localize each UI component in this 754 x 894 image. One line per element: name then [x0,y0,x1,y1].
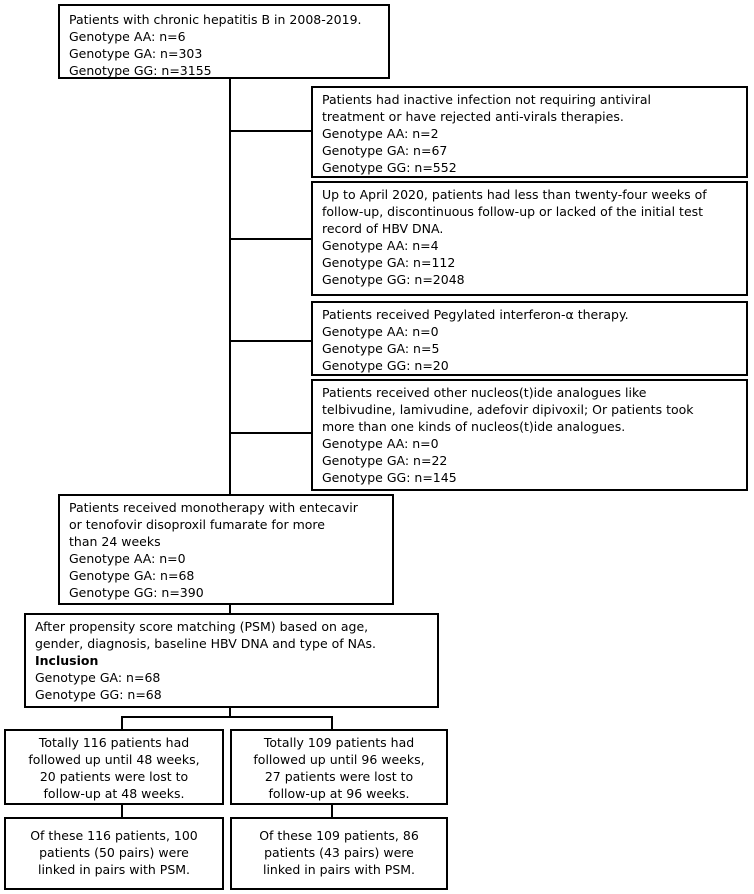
paired-96-line-3: linked in pairs with PSM. [262,862,416,877]
exclusion-box-interferon: Patients received Pegylated interferon-α… [311,301,748,376]
paired-48-line-1: Of these 116 patients, 100 [30,828,198,843]
psm-genotype-gg: Genotype GG: n=68 [35,687,162,702]
paired-48-line-3: linked in pairs with PSM. [37,862,191,877]
followup-48-line-4: follow-up at 48 weeks. [43,786,185,801]
followup-48-line-3: 20 patients were lost to [39,769,189,784]
monotherapy-genotype-gg: Genotype GG: n=390 [69,585,204,600]
exclusion-2-text-3: record of HBV DNA. [322,221,444,236]
paired-48-line-2: patients (50 pairs) were [39,845,189,860]
followup-96-line-2: followed up until 96 weeks, [253,752,425,767]
exclusion-1-text-2: treatment or have rejected anti-virals t… [322,109,624,124]
exclusion-3-text-1: Patients received Pegylated interferon-α… [322,307,629,322]
exclusion-4-text-1: Patients received other nucleos(t)ide an… [322,385,647,400]
start-genotype-aa: Genotype AA: n=6 [69,29,186,44]
exclusion-3-genotype-aa: Genotype AA: n=0 [322,324,439,339]
split-right-drop [331,716,333,730]
paired-96-box: Of these 109 patients, 86 patients (43 p… [230,817,448,890]
exclusion-box-followup: Up to April 2020, patients had less than… [311,181,748,296]
left-followup-to-paired [121,804,123,818]
psm-down-connector [229,707,231,717]
followup-48-line-1: Totally 116 patients had [38,735,190,750]
psm-text-2: gender, diagnosis, baseline HBV DNA and … [35,636,377,651]
exclusion-3-genotype-ga: Genotype GA: n=5 [322,341,440,356]
split-connector [121,716,333,718]
branch-connector-2 [229,238,311,240]
exclusion-4-text-2: telbivudine, lamivudine, adefovir dipivo… [322,402,694,417]
right-followup-to-paired [331,804,333,818]
monotherapy-box: Patients received monotherapy with entec… [58,494,394,605]
exclusion-2-genotype-gg: Genotype GG: n=2048 [322,272,465,287]
branch-connector-3 [229,340,311,342]
followup-96-line-1: Totally 109 patients had [263,735,415,750]
exclusion-1-genotype-aa: Genotype AA: n=2 [322,126,439,141]
exclusion-2-text-2: follow-up, discontinuous follow-up or la… [322,204,704,219]
exclusion-2-genotype-aa: Genotype AA: n=4 [322,238,439,253]
followup-48-box: Totally 116 patients had followed up unt… [4,729,224,805]
paired-96-line-1: Of these 109 patients, 86 [259,828,419,843]
followup-96-box: Totally 109 patients had followed up unt… [230,729,448,805]
monotherapy-text-2: or tenofovir disoproxil fumarate for mor… [69,517,325,532]
monotherapy-text-1: Patients received monotherapy with entec… [69,500,358,515]
exclusion-2-genotype-ga: Genotype GA: n=112 [322,255,456,270]
paired-96-line-2: patients (43 pairs) were [264,845,414,860]
followup-48-line-2: followed up until 48 weeks, [28,752,200,767]
main-connector [229,78,231,494]
start-genotype-ga: Genotype GA: n=303 [69,46,203,61]
followup-96-line-3: 27 patients were lost to [264,769,414,784]
exclusion-1-genotype-gg: Genotype GG: n=552 [322,160,457,175]
start-box: Patients with chronic hepatitis B in 200… [58,4,390,79]
followup-96-line-4: follow-up at 96 weeks. [268,786,410,801]
psm-box: After propensity score matching (PSM) ba… [24,613,439,708]
exclusion-1-text-1: Patients had inactive infection not requ… [322,92,652,107]
psm-inclusion-heading: Inclusion [35,653,99,668]
exclusion-4-genotype-ga: Genotype GA: n=22 [322,453,448,468]
psm-text-1: After propensity score matching (PSM) ba… [35,619,369,634]
monotherapy-genotype-ga: Genotype GA: n=68 [69,568,195,583]
branch-connector-1 [229,130,311,132]
psm-genotype-ga: Genotype GA: n=68 [35,670,161,685]
monotherapy-genotype-aa: Genotype AA: n=0 [69,551,186,566]
exclusion-box-other-nas: Patients received other nucleos(t)ide an… [311,379,748,491]
paired-48-box: Of these 116 patients, 100 patients (50 … [4,817,224,890]
exclusion-box-inactive: Patients had inactive infection not requ… [311,86,748,178]
start-genotype-gg: Genotype GG: n=3155 [69,63,212,78]
exclusion-3-genotype-gg: Genotype GG: n=20 [322,358,449,373]
monotherapy-text-3: than 24 weeks [69,534,161,549]
exclusion-2-text-1: Up to April 2020, patients had less than… [322,187,707,202]
exclusion-4-genotype-aa: Genotype AA: n=0 [322,436,439,451]
start-title: Patients with chronic hepatitis B in 200… [69,12,362,27]
exclusion-1-genotype-ga: Genotype GA: n=67 [322,143,448,158]
split-left-drop [121,716,123,730]
exclusion-4-text-3: more than one kinds of nucleos(t)ide ana… [322,419,626,434]
exclusion-4-genotype-gg: Genotype GG: n=145 [322,470,457,485]
branch-connector-4 [229,432,311,434]
mono-to-psm-connector [229,604,231,614]
